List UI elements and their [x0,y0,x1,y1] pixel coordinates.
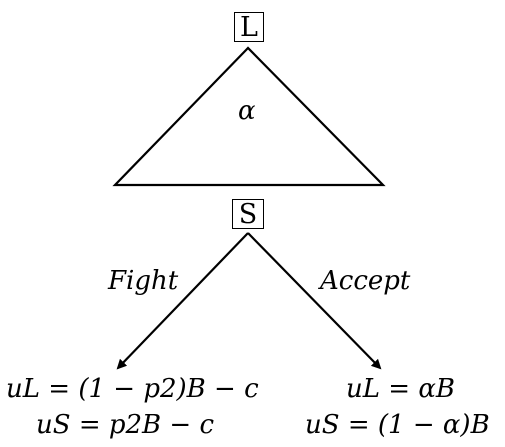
fight-payoff-sender: uS = p2B − c [36,410,215,440]
player-l-node: L [234,12,264,42]
fight-payoff-leader: uL = (1 − p2)B − c [6,374,259,404]
accept-branch-line [247,232,382,370]
accept-payoff-sender: uS = (1 − α)B [305,410,490,440]
player-s-node: S [232,199,264,229]
accept-label: Accept [320,266,411,296]
alpha-triangle [112,46,386,187]
accept-payoff-leader: uL = αB [346,374,455,404]
fight-label: Fight [108,266,179,296]
alpha-label: α [238,96,256,126]
fight-branch-line [116,232,249,370]
